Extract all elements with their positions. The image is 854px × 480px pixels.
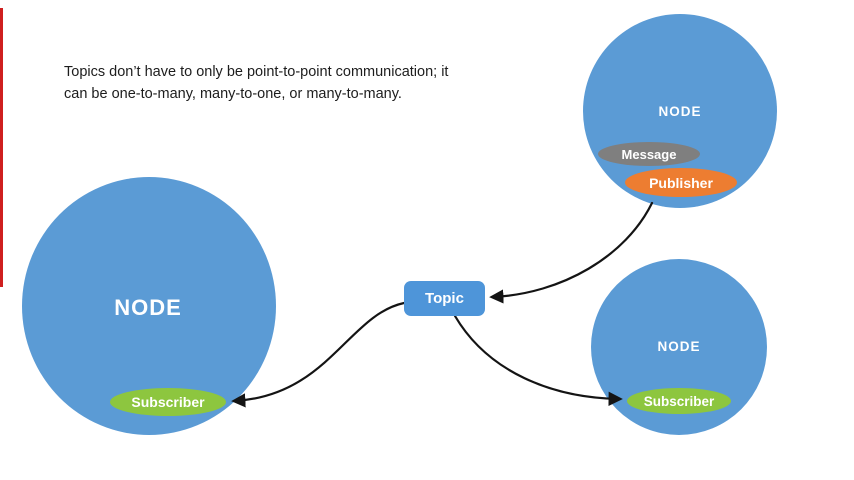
caption-text: Topics don’t have to only be point-to-po… xyxy=(64,61,504,106)
subscriber-ellipse-left: Subscriber xyxy=(110,388,226,416)
node-label-left: NODE xyxy=(114,295,182,320)
arrow-topic-to-left-subscriber xyxy=(231,301,406,408)
subscriber-ellipse-bottom-right: Subscriber xyxy=(627,388,731,414)
arrow-publisher-to-topic xyxy=(489,201,654,304)
caption-line-2: can be one-to-many, many-to-one, or many… xyxy=(64,86,402,103)
arrow-topic-to-bottom-right-subscriber xyxy=(453,314,623,406)
left-accent-line xyxy=(0,8,3,287)
caption-line-1: Topics don’t have to only be point-to-po… xyxy=(64,64,449,80)
topic-box: Topic xyxy=(404,281,485,316)
node-label-bottom-right: NODE xyxy=(657,339,701,354)
node-label-top-right: NODE xyxy=(658,104,702,119)
message-ellipse: Message xyxy=(598,142,700,166)
publisher-ellipse: Publisher xyxy=(625,168,737,197)
